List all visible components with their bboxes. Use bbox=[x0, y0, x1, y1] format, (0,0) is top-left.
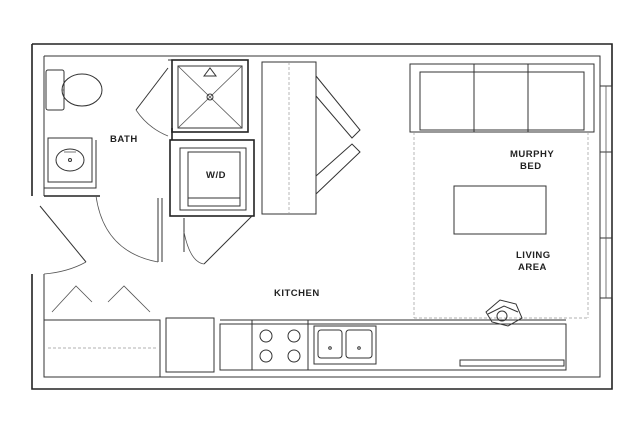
room-label-area: AREA bbox=[518, 262, 547, 273]
coffee-table bbox=[453, 185, 547, 235]
room-label-wd: W/D bbox=[206, 170, 226, 181]
stove bbox=[259, 329, 301, 363]
sofa bbox=[409, 63, 595, 133]
exterior-wall bbox=[31, 43, 613, 390]
linen-closet bbox=[44, 285, 161, 377]
room-label-murphy: MURPHY bbox=[510, 149, 554, 160]
kitchen-counter bbox=[165, 317, 567, 373]
entry-door bbox=[39, 205, 87, 275]
counter-shelf bbox=[459, 359, 565, 367]
bath-door bbox=[95, 195, 163, 263]
room-label-bed: BED bbox=[520, 161, 542, 172]
room-label-living: LIVING bbox=[516, 250, 551, 261]
toilet bbox=[45, 69, 103, 111]
kitchen-sink bbox=[313, 325, 377, 365]
window bbox=[599, 85, 613, 299]
bath-sink bbox=[47, 137, 93, 183]
room-label-bath: BATH bbox=[110, 134, 138, 145]
wd-door bbox=[183, 215, 253, 265]
shower-door bbox=[135, 67, 169, 137]
chair bbox=[485, 299, 523, 327]
closet bbox=[261, 61, 361, 215]
wd-closet bbox=[169, 139, 255, 217]
murphy-bed bbox=[413, 132, 589, 319]
shower bbox=[171, 59, 249, 133]
room-label-kitchen: KITCHEN bbox=[274, 288, 320, 299]
